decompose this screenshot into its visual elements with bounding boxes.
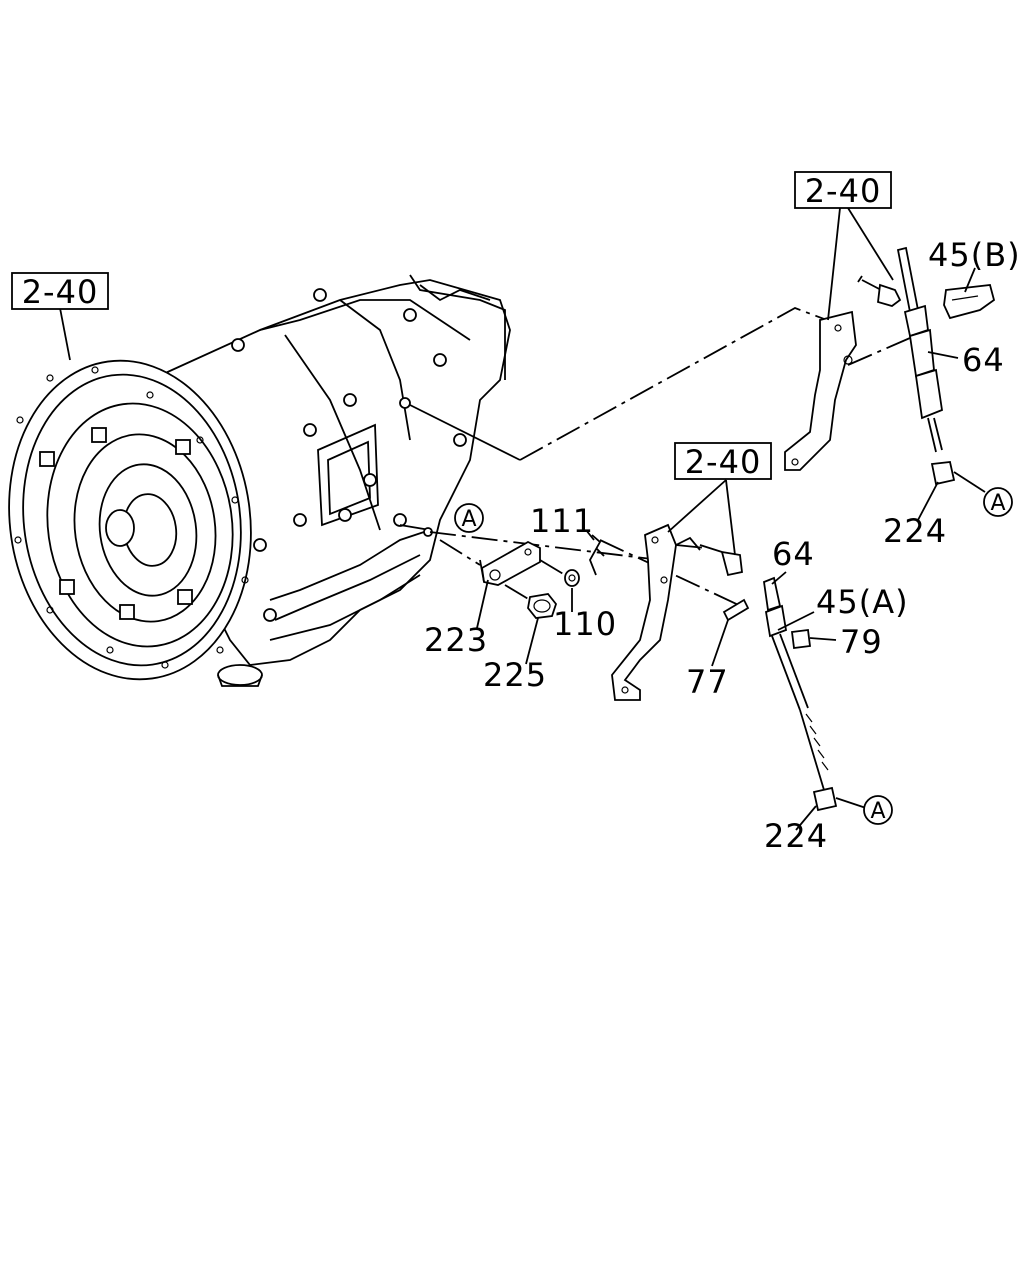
- ref-box-top-right-label: 2-40: [805, 172, 882, 210]
- label-77: 77: [686, 663, 729, 701]
- label-225: 225: [483, 656, 547, 694]
- nut-225: [527, 593, 558, 619]
- label-45b: 45(B): [928, 236, 1021, 274]
- lever-223: [479, 540, 541, 586]
- alignment-line-bracket-lower: [599, 539, 746, 609]
- shift-cable-upper: [896, 246, 943, 453]
- callout-a-lever-label: A: [461, 507, 476, 532]
- alignment-line-washer: [539, 559, 566, 576]
- callout-a-lower[interactable]: A: [863, 795, 893, 825]
- label-110: 110: [553, 605, 617, 643]
- bolt-lower: [699, 544, 743, 577]
- callout-a-upper[interactable]: A: [983, 487, 1013, 517]
- alignment-line-bolt-lower: [675, 544, 707, 549]
- callout-a-upper-label: A: [990, 491, 1005, 516]
- callout-a-lower-label: A: [870, 799, 885, 824]
- transmission-assembly: [8, 274, 521, 687]
- end-fitting-224-upper: [930, 461, 986, 493]
- end-fitting-224-lower: [812, 786, 867, 812]
- alignment-line-cable-upper: [847, 337, 911, 366]
- alignment-line-lever: [439, 539, 481, 566]
- ref-box-center[interactable]: 2-40: [674, 442, 772, 481]
- washer-110: [564, 569, 580, 587]
- label-45a: 45(A): [816, 583, 909, 621]
- upper-bracket: [784, 310, 857, 471]
- ref-box-left[interactable]: 2-40: [11, 272, 109, 311]
- fitting-79: [790, 628, 812, 650]
- label-64-upper: 64: [962, 341, 1005, 379]
- ref-box-top-right[interactable]: 2-40: [794, 171, 892, 210]
- shift-cable-lower: [763, 576, 829, 791]
- cotter-pin-111: [589, 534, 605, 576]
- label-224-upper: 224: [883, 512, 947, 550]
- label-64-lower: 64: [772, 535, 815, 573]
- pin-77: [722, 598, 750, 622]
- label-111: 111: [530, 502, 594, 540]
- ref-box-center-label: 2-40: [685, 443, 762, 481]
- alignment-line-lower: [429, 531, 661, 561]
- bolt-upper: [857, 275, 902, 307]
- callout-a-lever[interactable]: A: [454, 503, 484, 533]
- alignment-line-upper: [519, 307, 833, 461]
- leader-lines: [59, 207, 976, 831]
- ref-box-left-label: 2-40: [22, 273, 99, 311]
- label-224-lower: 224: [764, 817, 828, 855]
- clip-45b: [943, 284, 996, 320]
- lower-bracket: [611, 523, 701, 701]
- label-79: 79: [840, 623, 883, 661]
- alignment-line-nut: [504, 584, 531, 601]
- label-223: 223: [424, 621, 488, 659]
